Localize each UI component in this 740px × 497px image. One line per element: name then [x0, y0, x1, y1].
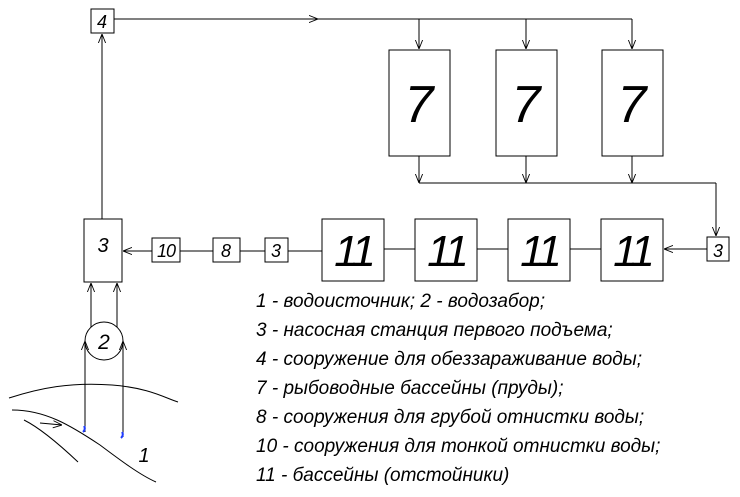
settler-label-4: 11 [613, 227, 651, 276]
river-bank-lower [11, 409, 157, 483]
intake-pump-label: 2 [97, 331, 110, 354]
river-bank-upper [8, 383, 179, 403]
legend-line-6: 10 - сооружения для тонкой отнистки воды… [256, 436, 660, 457]
legend-line-4: 7 - рыбоводные бассейны (пруды); [256, 378, 564, 399]
pool-box-1 [388, 49, 451, 157]
water-source-label: 1 [138, 445, 149, 467]
legend-line-5: 8 - сооружения для грубой отнистки воды; [256, 407, 644, 428]
settler-label-1: 11 [334, 227, 372, 276]
pool-label-2: 7 [512, 76, 543, 134]
fine-filter-box [151, 237, 181, 263]
legend-line-1: 1 - водоисточник; 2 - водозабор; [256, 291, 545, 312]
settler-box-1 [321, 218, 385, 282]
settler-label-2: 11 [427, 227, 465, 276]
settler-label-3: 11 [520, 227, 558, 276]
pump-station-mid [264, 237, 289, 263]
river-flow-arrow [39, 423, 62, 425]
legend-line-3: 4 - сооружение для обеззараживание воды; [256, 349, 642, 370]
pump-station-left [83, 218, 123, 283]
settler-box-4 [600, 218, 664, 282]
pool-label-3: 7 [618, 76, 649, 134]
pump-station-mid-label: 3 [271, 241, 281, 261]
legend-line-7: 11 - бассейны (отстойники) [256, 465, 509, 486]
coarse-filter-label: 8 [221, 241, 231, 261]
pump-station-right-label: 3 [713, 241, 723, 261]
pool-label-1: 7 [405, 76, 436, 134]
legend: 1 - водоисточник; 2 - водозабор; 3 - нас… [256, 291, 660, 486]
coarse-filter-box [212, 237, 241, 263]
settler-box-3 [507, 218, 571, 282]
pool-box-3 [601, 49, 664, 157]
fine-filter-label: 10 [157, 241, 176, 261]
disinfection-label: 4 [97, 12, 107, 32]
intake-marker-left [82, 425, 86, 433]
disinfection-box [90, 8, 115, 34]
intake-marker-right [120, 431, 124, 439]
legend-line-2: 3 - насосная станция первого подъема; [256, 320, 613, 341]
river-wave [23, 419, 79, 463]
settler-box-2 [414, 218, 478, 282]
pump-station-left-label: 3 [97, 235, 108, 257]
